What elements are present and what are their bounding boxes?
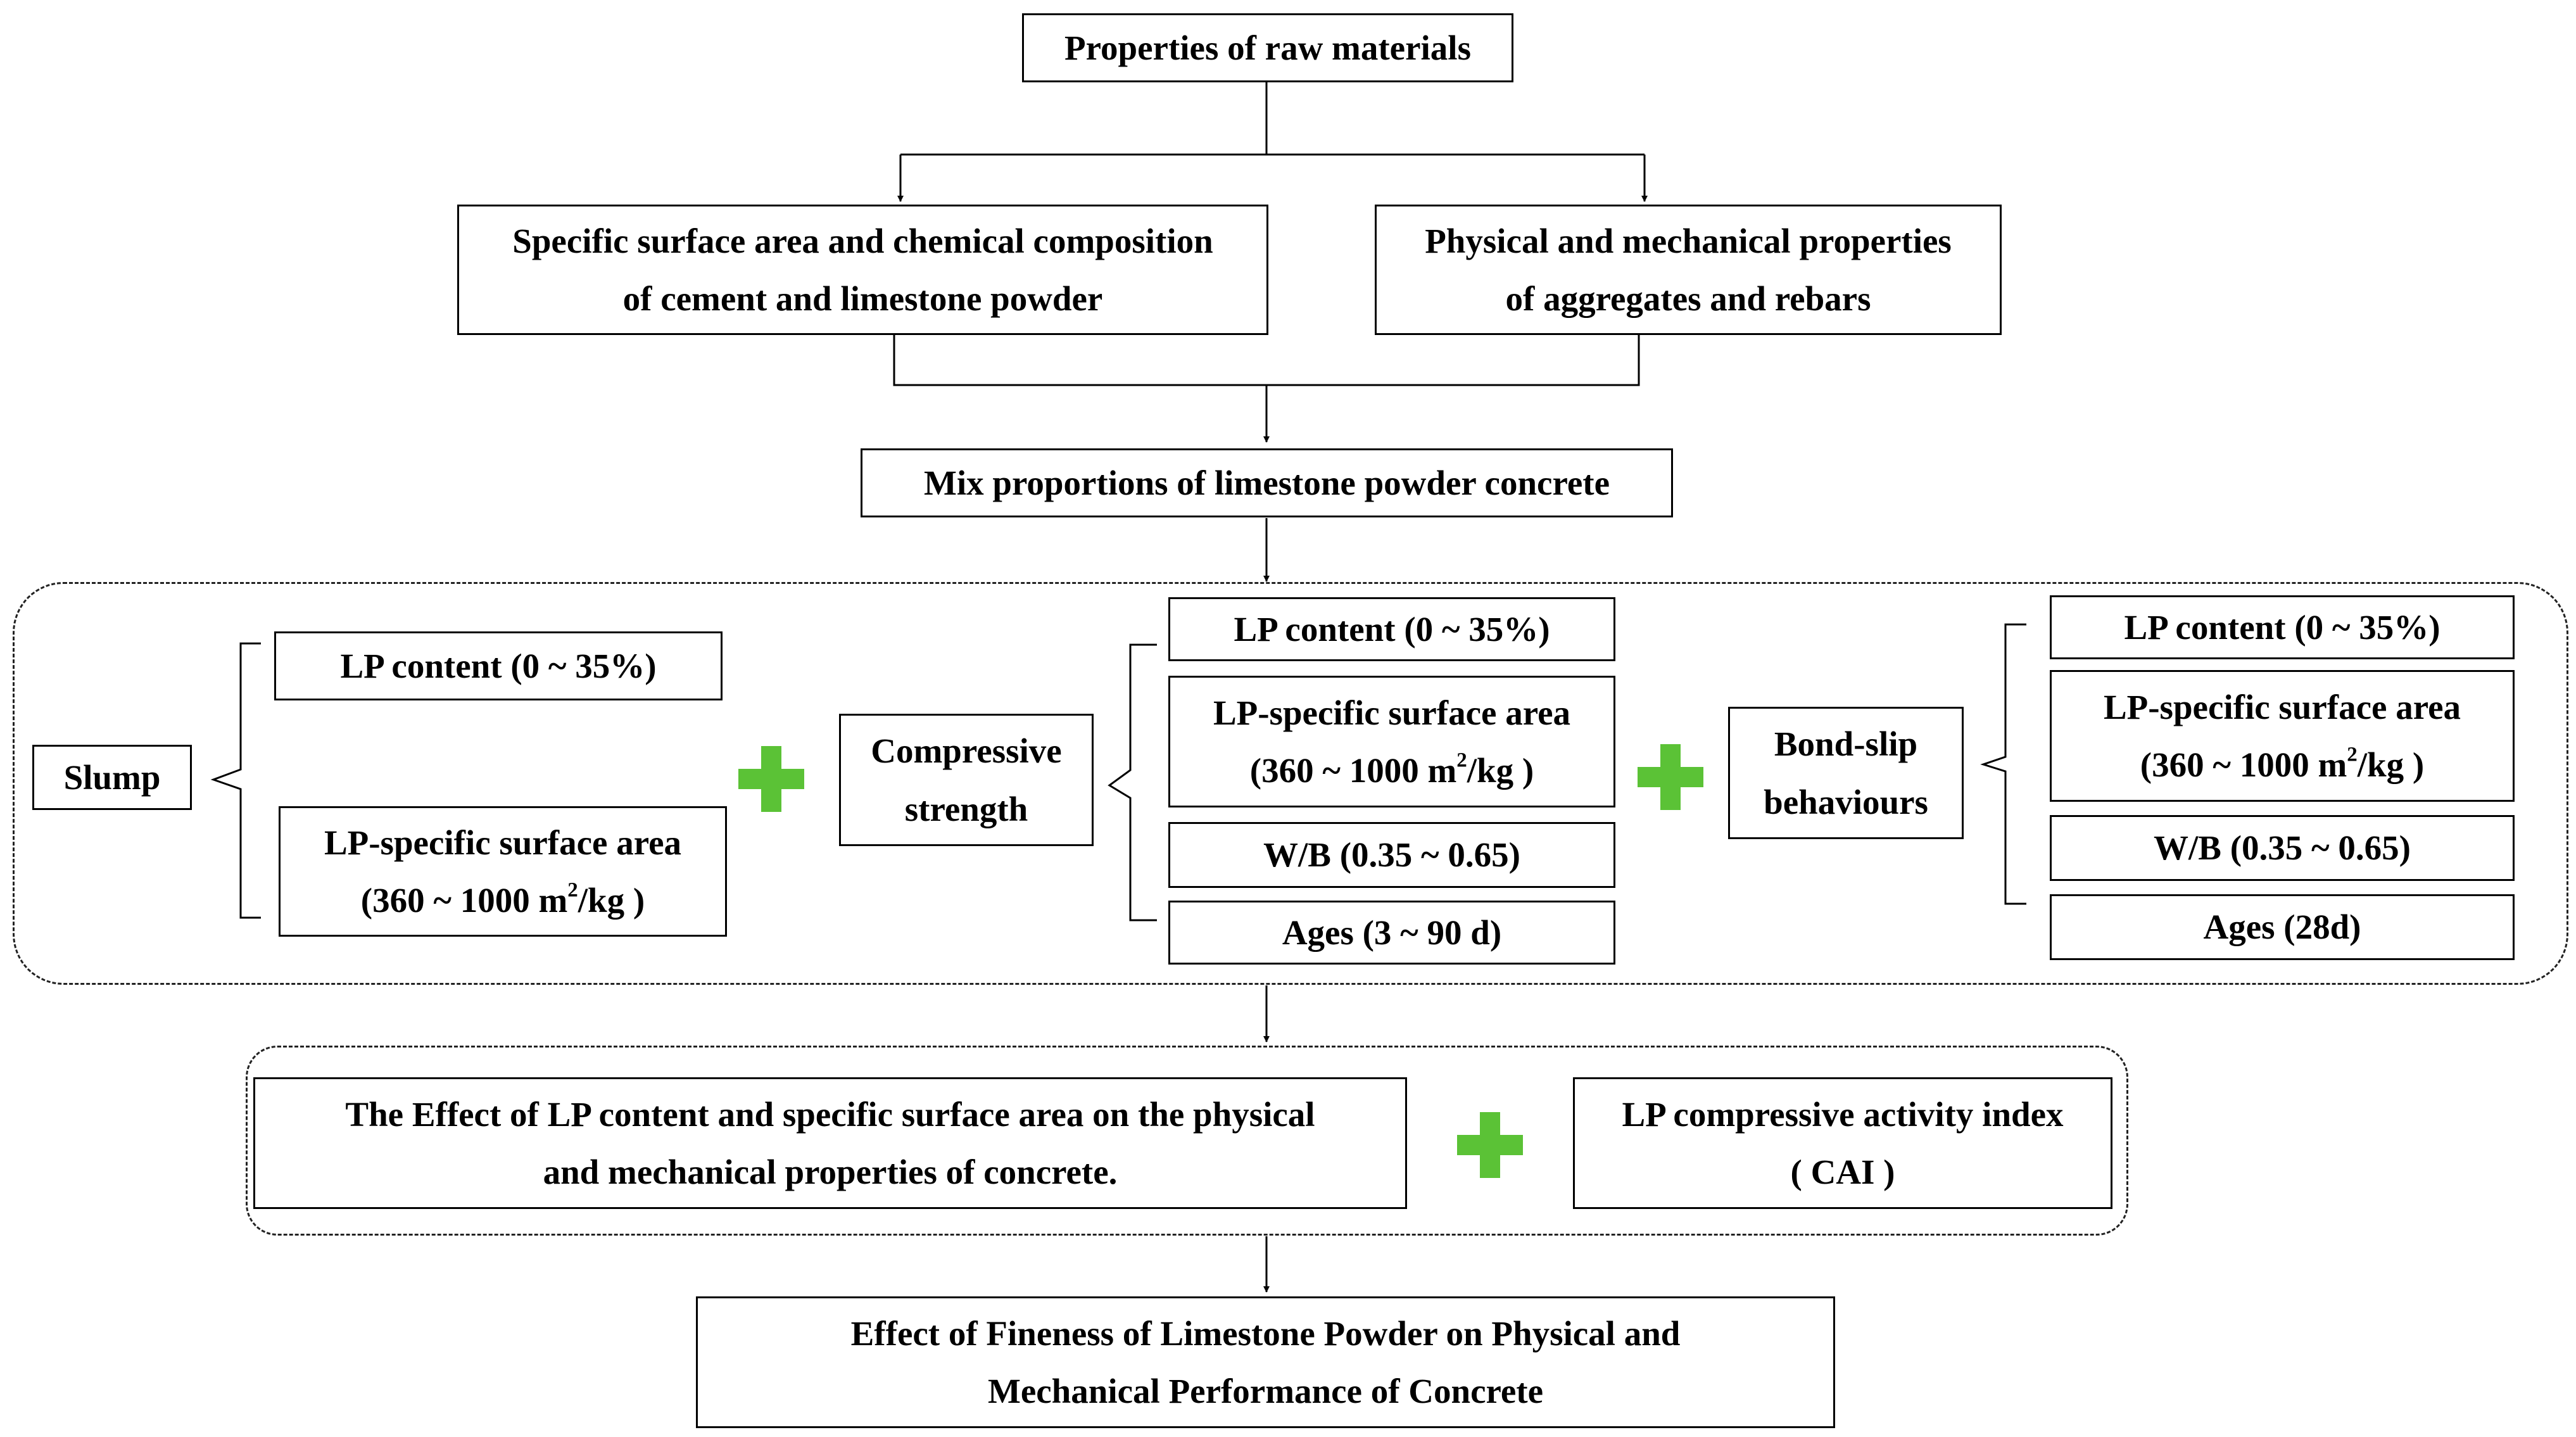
cement-lp-line-2: of cement and limestone powder <box>622 279 1103 318</box>
cs-lp-ssa-box: LP-specific surface area (360 ~ 1000 m2/… <box>1168 676 1615 807</box>
slump-lp-content-label: LP content (0 ~ 35%) <box>340 646 657 685</box>
compressive-strength-box: Compressive strength <box>839 714 1094 846</box>
slump-lp-ssa-box: LP-specific surface area (360 ~ 1000 m2/… <box>279 806 727 937</box>
cs-ssa-range: (360 ~ 1000 m2/kg ) <box>1250 742 1534 799</box>
plus-icon-1 <box>738 746 804 812</box>
cement-lp-line-1: Specific surface area and chemical compo… <box>512 221 1213 260</box>
cs-wb-box: W/B (0.35 ~ 0.65) <box>1168 822 1615 888</box>
slump-lp-ssa-label: LP-specific surface area <box>324 823 682 862</box>
mix-proportions-label: Mix proportions of limestone powder conc… <box>923 463 1610 502</box>
bs-ages-box: Ages (28d) <box>2050 894 2515 960</box>
cs-ages-label: Ages (3 ~ 90 d) <box>1282 913 1502 952</box>
aggregates-line-2: of aggregates and rebars <box>1505 279 1871 318</box>
slump-ssa-range: (360 ~ 1000 m2/kg ) <box>361 871 645 929</box>
bs-lp-content-label: LP content (0 ~ 35%) <box>2124 607 2440 647</box>
plus-icon-2 <box>1638 744 1703 810</box>
slump-label: Slump <box>63 757 161 797</box>
bs-wb-box: W/B (0.35 ~ 0.65) <box>2050 815 2515 881</box>
cs-wb-label: W/B (0.35 ~ 0.65) <box>1263 835 1520 875</box>
compressive-line-2: strength <box>904 789 1028 828</box>
bs-lp-ssa-label: LP-specific surface area <box>2103 687 2461 726</box>
slump-ssa-range-exponent: 2 <box>567 878 578 902</box>
bs-lp-content-box: LP content (0 ~ 35%) <box>2050 595 2515 659</box>
slump-lp-content-box: LP content (0 ~ 35%) <box>274 631 723 700</box>
bs-ssa-range-prefix: (360 ~ 1000 m <box>2140 745 2347 784</box>
cai-box: LP compressive activity index ( CAI ) <box>1573 1077 2112 1209</box>
mix-proportions-box: Mix proportions of limestone powder conc… <box>861 448 1673 517</box>
bond-slip-box: Bond-slip behaviours <box>1728 707 1964 839</box>
final-line-1: Effect of Fineness of Limestone Powder o… <box>850 1314 1681 1353</box>
final-conclusion-box: Effect of Fineness of Limestone Powder o… <box>696 1296 1835 1428</box>
cs-ages-box: Ages (3 ~ 90 d) <box>1168 901 1615 965</box>
slump-box: Slump <box>32 745 192 810</box>
compressive-line-1: Compressive <box>871 731 1062 771</box>
final-line-2: Mechanical Performance of Concrete <box>987 1372 1544 1410</box>
bs-ssa-range-exponent: 2 <box>2347 743 2358 766</box>
cs-lp-content-label: LP content (0 ~ 35%) <box>1234 609 1550 649</box>
aggregates-line-1: Physical and mechanical properties <box>1425 221 1952 260</box>
plus-icon-3 <box>1457 1112 1523 1178</box>
bs-ssa-range-suffix: /kg ) <box>2357 745 2425 784</box>
cs-lp-content-box: LP content (0 ~ 35%) <box>1168 597 1615 661</box>
cai-line-2: ( CAI ) <box>1790 1153 1895 1191</box>
bs-wb-label: W/B (0.35 ~ 0.65) <box>2154 828 2411 868</box>
bond-slip-line-1: Bond-slip <box>1774 725 1918 764</box>
cs-ssa-range-exponent: 2 <box>1456 749 1467 772</box>
cs-ssa-range-suffix: /kg ) <box>1467 751 1534 790</box>
connector-raw-split <box>900 82 1645 156</box>
bs-ages-label: Ages (28d) <box>2203 908 2361 947</box>
slump-ssa-range-prefix: (360 ~ 1000 m <box>360 881 568 920</box>
results-group <box>246 1046 2128 1236</box>
effect-result-box: The Effect of LP content and specific su… <box>253 1077 1407 1209</box>
effect-line-1: The Effect of LP content and specific su… <box>345 1094 1315 1134</box>
bond-slip-line-2: behaviours <box>1764 782 1928 821</box>
cement-lp-properties-box: Specific surface area and chemical compo… <box>457 205 1268 335</box>
brace-bond-slip <box>1980 623 2026 905</box>
brace-slump <box>210 642 261 919</box>
brace-compressive <box>1108 643 1157 921</box>
aggregates-rebars-box: Physical and mechanical properties of ag… <box>1375 205 2002 335</box>
connector-merge <box>893 335 1640 386</box>
slump-ssa-range-suffix: /kg ) <box>578 881 645 920</box>
raw-materials-box: Properties of raw materials <box>1022 13 1513 82</box>
effect-line-2: and mechanical properties of concrete. <box>543 1153 1118 1191</box>
cs-ssa-range-prefix: (360 ~ 1000 m <box>1249 751 1457 790</box>
raw-materials-label: Properties of raw materials <box>1064 28 1471 67</box>
test-parameters-group <box>13 582 2568 985</box>
cs-lp-ssa-label: LP-specific surface area <box>1213 693 1571 732</box>
bs-ssa-range: (360 ~ 1000 m2/kg ) <box>2140 736 2424 794</box>
bs-lp-ssa-box: LP-specific surface area (360 ~ 1000 m2/… <box>2050 670 2515 802</box>
cai-line-1: LP compressive activity index <box>1622 1094 2064 1134</box>
